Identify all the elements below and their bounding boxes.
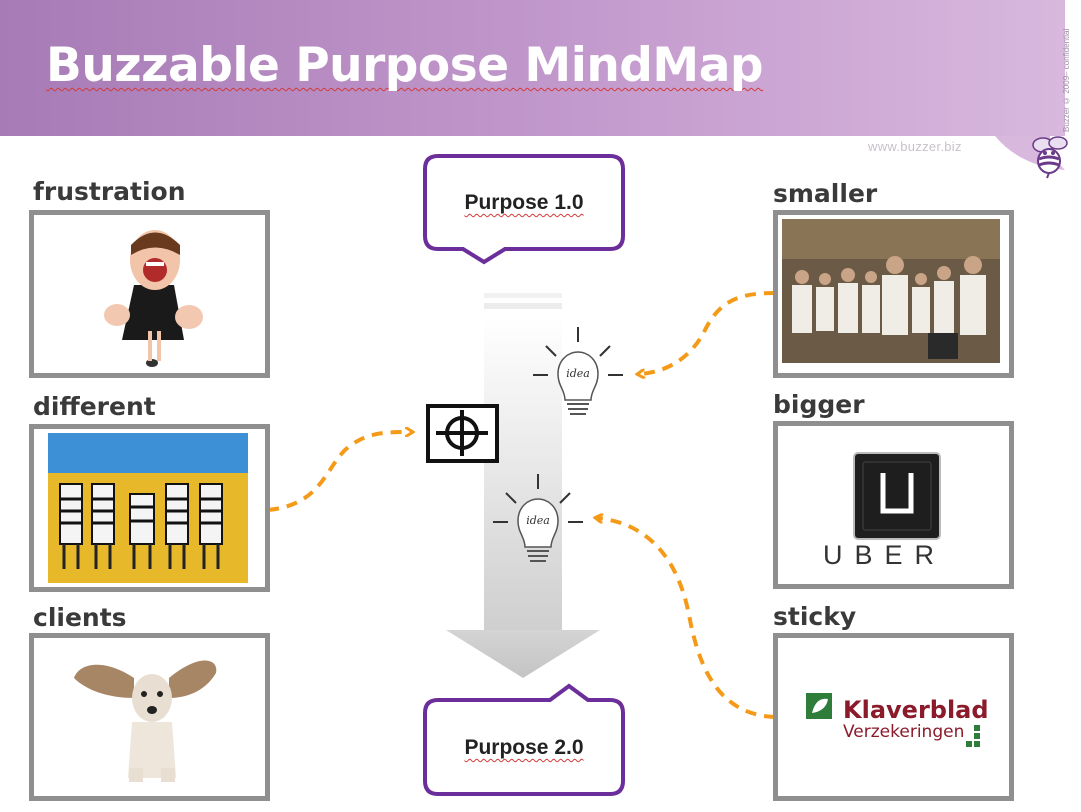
page-title: Buzzable Purpose MindMap xyxy=(46,38,764,93)
label-frustration: frustration xyxy=(33,177,186,206)
bee-logo-icon xyxy=(1032,136,1068,179)
callout-purpose-2-shape xyxy=(423,683,625,796)
uber-logo-icon xyxy=(853,452,941,540)
image-sticky xyxy=(773,633,1014,801)
label-sticky: sticky xyxy=(773,602,857,631)
label-smaller: smaller xyxy=(773,179,878,208)
label-different: different xyxy=(33,392,156,421)
klaverblad-name: Klaverblad xyxy=(843,696,989,724)
purpose-transition-arrow xyxy=(446,293,600,678)
image-smaller xyxy=(773,210,1014,378)
lightbulb-idea-icon: idea xyxy=(533,327,623,415)
arrow-smaller-to-idea xyxy=(640,291,776,374)
image-clients xyxy=(29,633,270,801)
header-speech-tail xyxy=(900,136,1065,170)
label-bigger: bigger xyxy=(773,390,865,419)
arrow-different-to-target xyxy=(267,432,410,512)
klaverblad-logo-icon xyxy=(806,693,832,719)
image-frustration xyxy=(29,210,270,378)
callout-purpose-1: Purpose 1.0 xyxy=(464,191,584,214)
klaverblad-subtitle: Verzekeringen xyxy=(843,722,965,742)
label-clients: clients xyxy=(33,603,127,632)
image-different xyxy=(29,424,270,592)
website-url: www.buzzer.biz xyxy=(868,139,962,154)
callout-purpose-1-shape xyxy=(423,154,625,265)
lightbulb-word: idea xyxy=(526,514,550,527)
callout-purpose-2: Purpose 2.0 xyxy=(464,736,584,759)
lightbulb-idea-icon: idea xyxy=(493,474,583,562)
target-crosshair-icon xyxy=(426,404,499,463)
arrow-sticky-to-idea xyxy=(598,518,776,719)
image-bigger xyxy=(773,421,1014,589)
lightbulb-word: idea xyxy=(566,367,590,380)
uber-wordmark: UBER xyxy=(823,540,947,570)
header-banner xyxy=(0,0,1065,136)
